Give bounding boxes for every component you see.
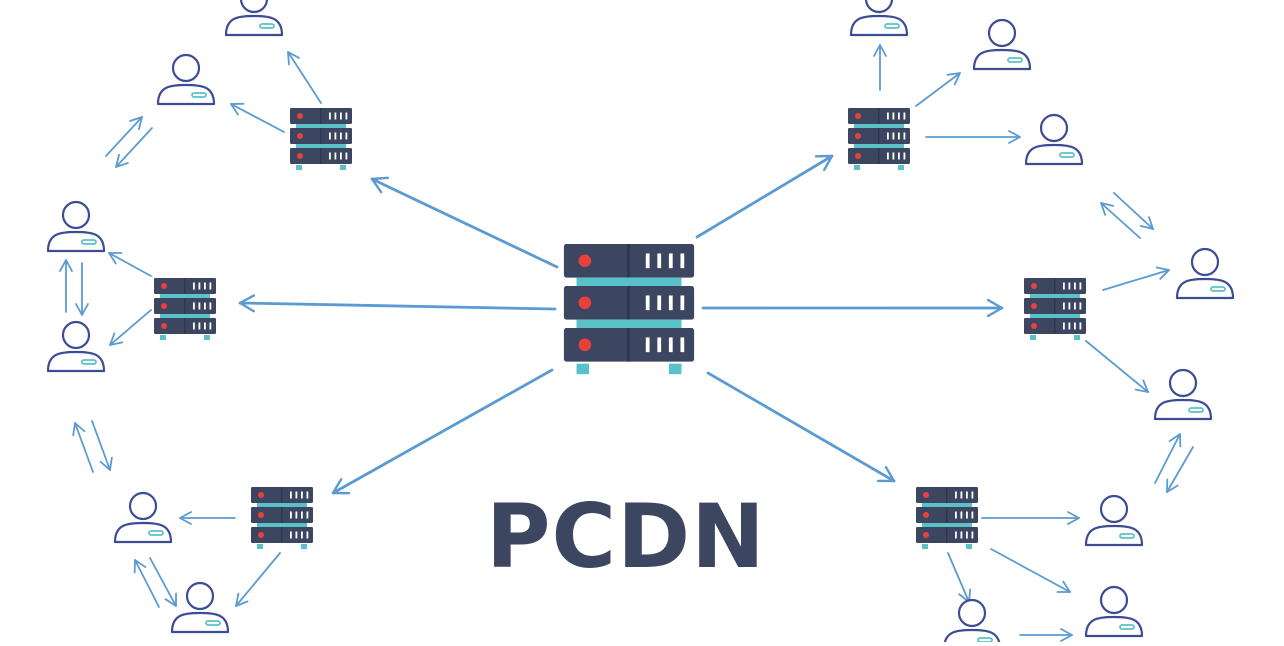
- peer-arrow: [1100, 202, 1141, 239]
- peer-arrow: [1102, 266, 1170, 291]
- user-icon-7: [849, 0, 909, 37]
- peer-arrow: [72, 422, 94, 473]
- edge-server-icon-6: [916, 487, 978, 549]
- peer-arrow: [108, 252, 152, 277]
- peer-arrow: [105, 116, 143, 157]
- user-icon-4: [46, 320, 106, 373]
- arrows-layer: [59, 44, 1194, 642]
- origin-arrow: [706, 371, 896, 483]
- user-icon-12: [1084, 494, 1144, 547]
- user-icon-6: [170, 581, 230, 634]
- user-icon-9: [1024, 113, 1084, 166]
- peer-arrow: [230, 102, 285, 133]
- peer-arrow: [915, 72, 961, 107]
- central-server-icon: [563, 244, 695, 375]
- edge-server-icon-3: [251, 487, 313, 549]
- peer-arrow: [91, 420, 113, 471]
- peer-arrow: [1154, 433, 1182, 484]
- user-icon-2: [156, 53, 216, 106]
- user-icon-3: [46, 200, 106, 253]
- peer-arrow: [133, 559, 160, 608]
- peer-arrow: [990, 548, 1071, 593]
- edge-server-icon-2: [154, 278, 216, 340]
- user-icon-5: [113, 491, 173, 544]
- edge-server-icon-4: [848, 108, 910, 170]
- peer-arrow: [115, 127, 153, 168]
- edge-server-icon-5: [1024, 278, 1086, 340]
- user-icon-8: [972, 18, 1032, 71]
- origin-arrow: [331, 368, 554, 495]
- origin-arrow: [370, 179, 559, 269]
- peer-arrow: [287, 51, 322, 104]
- user-icon-13: [1084, 585, 1144, 638]
- peer-arrow: [1085, 340, 1149, 393]
- user-icon-1: [224, 0, 284, 37]
- origin-arrow: [695, 154, 834, 239]
- user-icon-11: [1153, 368, 1213, 421]
- peer-arrow: [235, 552, 281, 607]
- user-icon-10: [1175, 247, 1235, 300]
- peer-arrow: [947, 552, 972, 603]
- peer-arrow: [149, 557, 177, 607]
- edge-server-icon-1: [290, 108, 352, 170]
- servers-layer: [154, 108, 1086, 549]
- diagram-title: PCDN: [486, 485, 766, 588]
- peer-arrow: [1166, 446, 1194, 493]
- peer-arrow: [1113, 192, 1154, 230]
- peer-arrow: [109, 309, 152, 346]
- user-icon-14: [943, 598, 1001, 646]
- users-layer: [46, 0, 1235, 646]
- origin-arrow: [238, 303, 557, 309]
